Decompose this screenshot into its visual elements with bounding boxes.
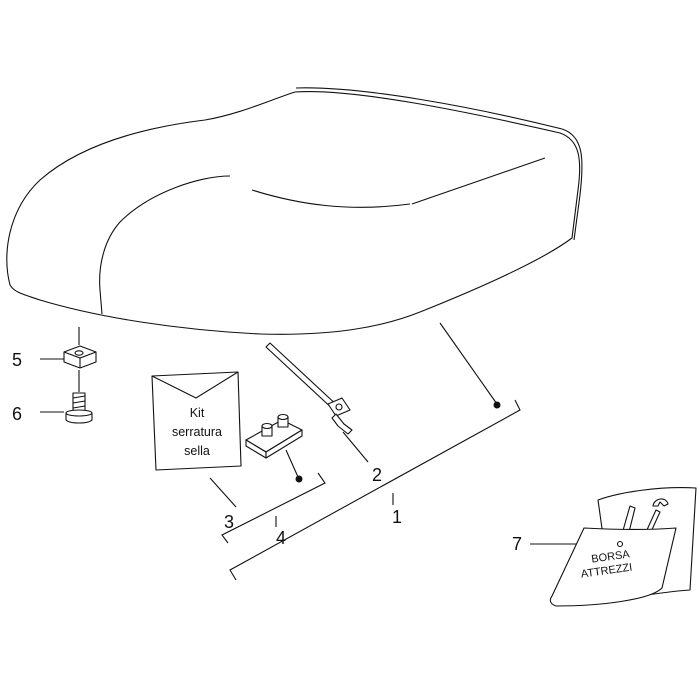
callout-4: 4	[276, 528, 286, 548]
kit-envelope-line2: serratura	[172, 425, 222, 439]
leader-dots	[295, 401, 501, 483]
tool-bag-line1: BORSA	[591, 548, 631, 565]
cable-tie	[265, 342, 353, 435]
leader-dot-1	[493, 401, 501, 409]
leader-dot-4	[295, 475, 303, 483]
callout-3: 3	[224, 512, 234, 532]
callout-5: 5	[12, 350, 22, 370]
clip-nut	[63, 345, 97, 369]
callout-6: 6	[12, 404, 22, 424]
seat	[6, 87, 583, 335]
callout-1: 1	[392, 507, 402, 527]
kit-envelope-line1: Kit	[190, 406, 205, 420]
screw	[65, 392, 93, 424]
callout-labels: 1 2 3 4 5 6 7	[12, 350, 522, 554]
callout-2: 2	[372, 465, 382, 485]
tool-bag: BORSA ATTREZZI	[549, 487, 697, 607]
kit-envelope-line3: sella	[184, 444, 210, 458]
callout-7: 7	[512, 534, 522, 554]
leader-lines	[40, 322, 580, 581]
kit-envelope: Kit serratura sella	[151, 371, 242, 471]
lock-plate	[245, 413, 303, 459]
